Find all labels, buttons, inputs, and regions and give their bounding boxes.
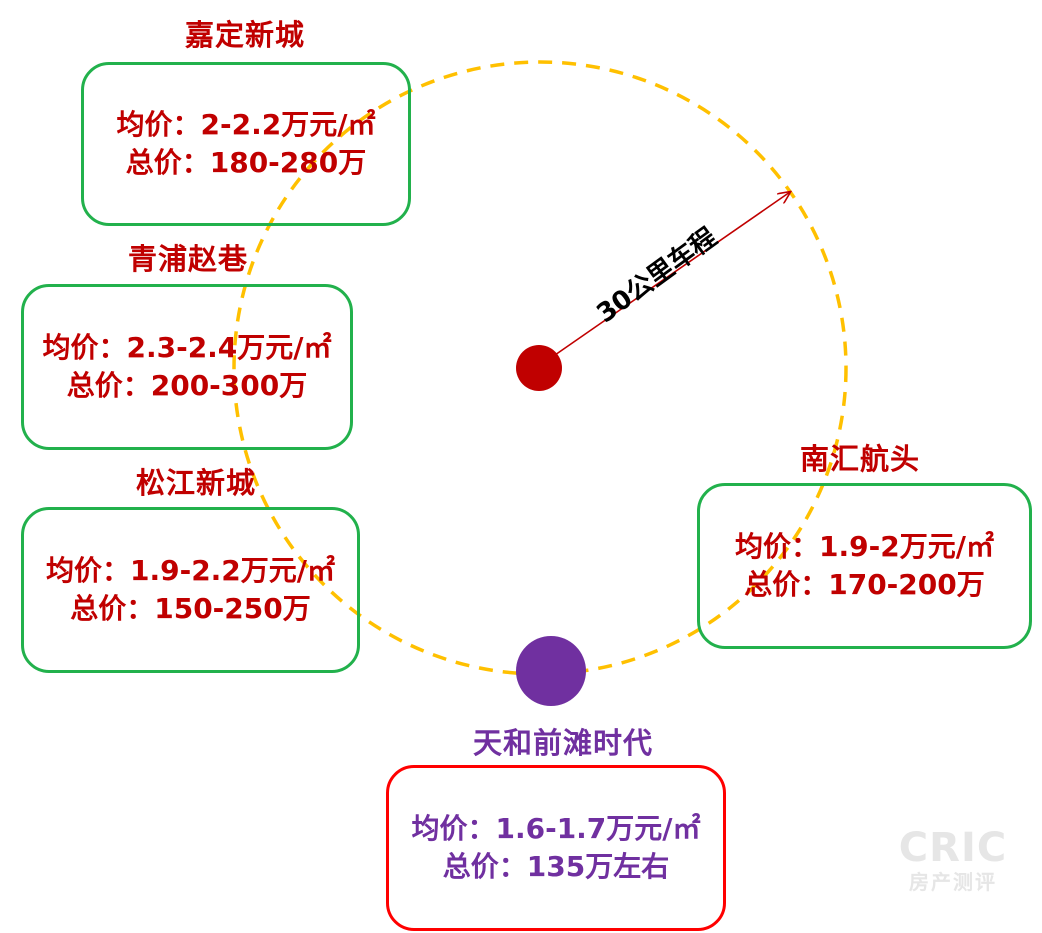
title-tianhe: 天和前滩时代 (472, 726, 653, 760)
title-qingpu: 青浦赵巷 (127, 242, 248, 276)
title-jiading: 嘉定新城 (184, 18, 305, 52)
cric-watermark: CRIC 房产测评 (888, 826, 1018, 894)
center-dot (516, 345, 562, 391)
box-nanhui: 均价：1.9-2万元/㎡ 总价：170-200万 (697, 483, 1032, 649)
total-price-nanhui: 总价：170-200万 (744, 568, 985, 601)
avg-price-jiading: 均价：2-2.2万元/㎡ (116, 108, 376, 141)
total-price-songjiang: 总价：150-250万 (70, 592, 311, 625)
total-price-tianhe: 总价：135万左右 (442, 850, 670, 883)
box-songjiang: 均价：1.9-2.2万元/㎡ 总价：150-250万 (21, 507, 360, 673)
total-price-jiading: 总价：180-280万 (125, 146, 367, 179)
box-qingpu: 均价：2.3-2.4万元/㎡ 总价：200-300万 (21, 284, 353, 450)
total-price-qingpu: 总价：200-300万 (66, 369, 308, 402)
watermark-logo: CRIC (898, 825, 1008, 871)
title-songjiang: 松江新城 (135, 466, 256, 500)
avg-price-tianhe: 均价：1.6-1.7万元/㎡ (411, 812, 701, 845)
avg-price-nanhui: 均价：1.9-2万元/㎡ (735, 530, 994, 563)
box-jiading: 均价：2-2.2万元/㎡ 总价：180-280万 (81, 62, 411, 226)
radius-arrow (554, 192, 790, 356)
watermark-subtitle: 房产测评 (909, 870, 997, 894)
title-nanhui: 南汇航头 (799, 442, 920, 476)
project-dot (516, 636, 586, 706)
avg-price-qingpu: 均价：2.3-2.4万元/㎡ (42, 331, 332, 364)
box-tianhe: 均价：1.6-1.7万元/㎡ 总价：135万左右 (386, 765, 726, 931)
avg-price-songjiang: 均价：1.9-2.2万元/㎡ (45, 554, 336, 587)
